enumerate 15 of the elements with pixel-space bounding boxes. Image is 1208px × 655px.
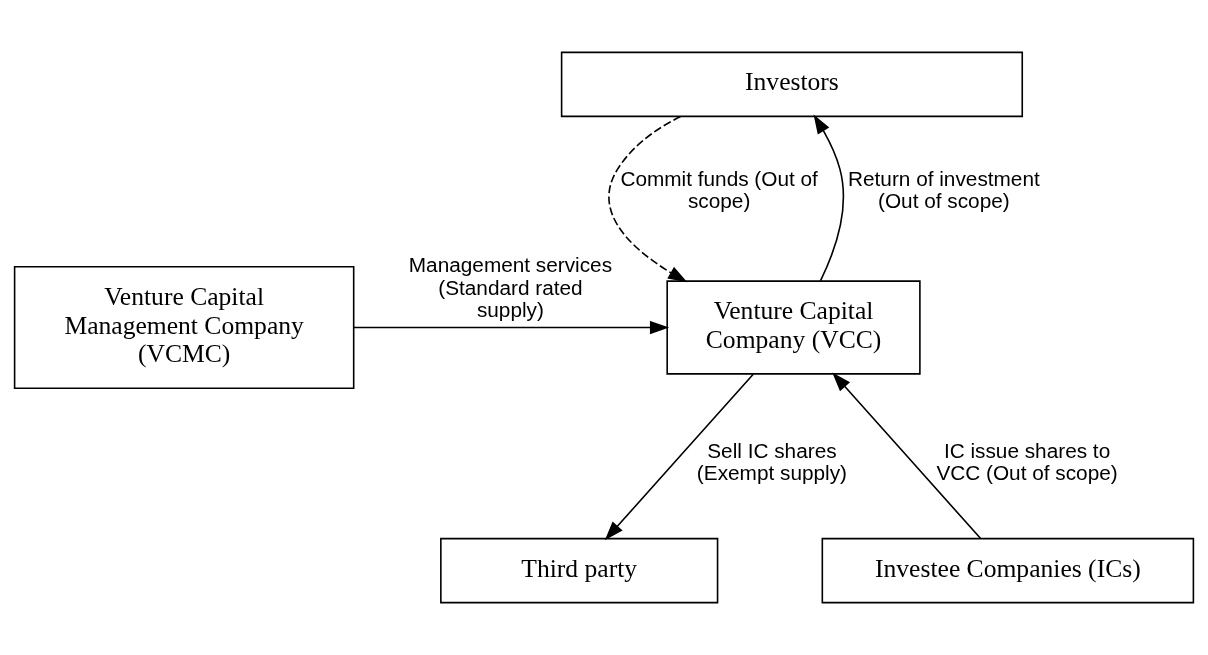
node-box: Venture Capital Company (VCC) <box>666 280 921 375</box>
edge-label: Commit funds (Out of scope) <box>620 166 818 213</box>
node-box: Venture Capital Management Company (VCMC) <box>13 265 355 390</box>
arrow <box>832 372 982 540</box>
edge-label: Return of investment (Out of scope) <box>848 166 1040 213</box>
arrow <box>604 373 755 541</box>
node-box: Investors <box>560 51 1024 118</box>
node-box: Third party <box>440 537 719 604</box>
arrow <box>353 320 670 335</box>
edge-label: Management services (Standard rated supply) <box>408 253 613 321</box>
arrow <box>813 114 845 282</box>
edge-label: Sell IC shares (Exempt supply) <box>696 438 848 485</box>
node-box: Investee Companies (ICs) <box>821 537 1195 604</box>
edge-label: IC issue shares to VCC (Out of scope) <box>936 438 1118 485</box>
arrow <box>608 115 688 283</box>
